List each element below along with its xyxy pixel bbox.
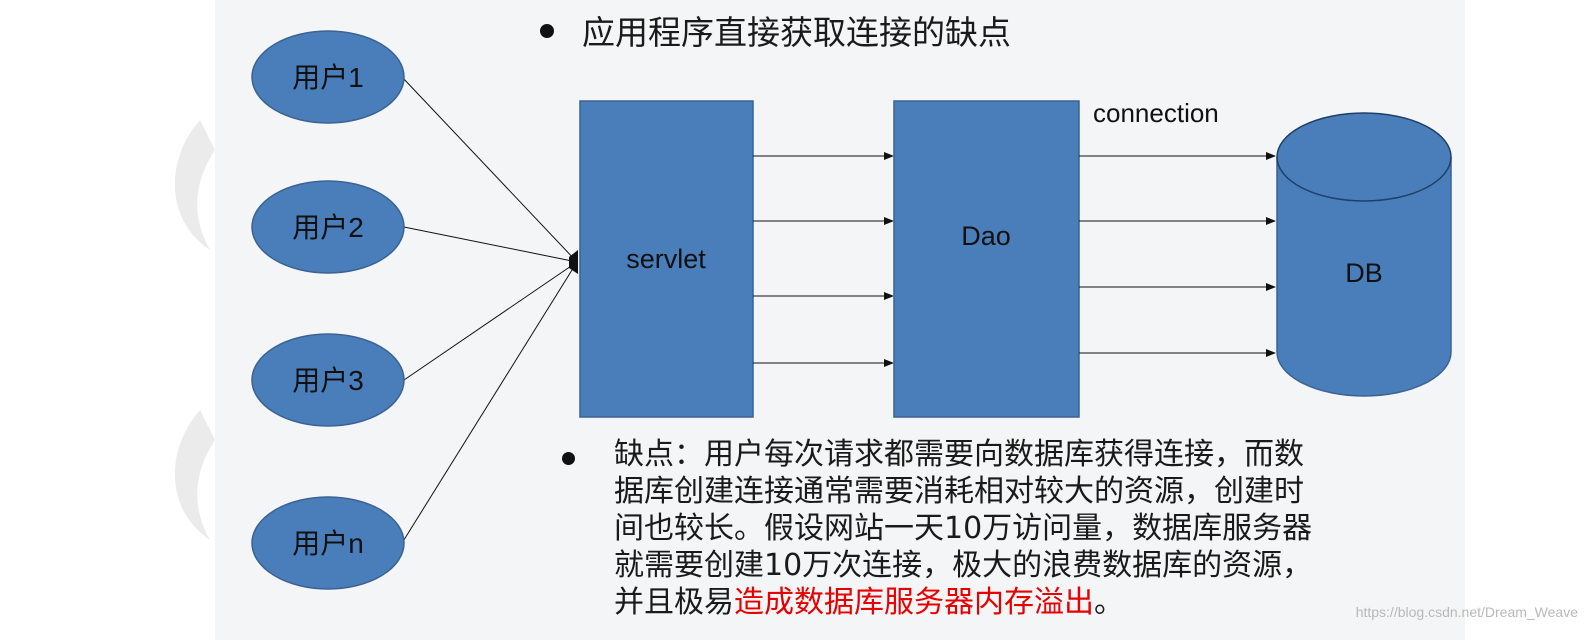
slide-heading: 应用程序直接获取连接的缺点 — [540, 6, 1011, 54]
usern-connector — [401, 261, 578, 544]
description-line: 间也较长。假设网站一天10万访问量，数据库服务器 — [614, 511, 1313, 546]
description-line: 据库创建连接通常需要消耗相对较大的资源，创建时 — [614, 474, 1304, 509]
bullet-icon — [562, 452, 575, 465]
description-highlight: 造成数据库服务器内存溢出 — [734, 585, 1094, 620]
user-label: 用户n — [292, 528, 364, 559]
convergence-point — [569, 250, 578, 274]
user-label: 用户1 — [292, 62, 364, 93]
description-line: 就需要创建10万次连接，极大的浪费数据库的资源， — [614, 548, 1313, 583]
description-paragraph: 缺点：用户每次请求都需要向数据库获得连接，而数 据库创建连接通常需要消耗相对较大… — [562, 436, 1422, 621]
db-label: DB — [1345, 258, 1383, 288]
user-node: 用户n — [251, 496, 405, 590]
user-label: 用户2 — [292, 212, 364, 243]
user-label: 用户3 — [292, 365, 364, 396]
user-node: 用户1 — [251, 30, 405, 124]
dao-label: Dao — [961, 221, 1011, 251]
servlet-box — [579, 100, 754, 418]
user3-connector — [403, 261, 578, 381]
dao-box — [893, 100, 1080, 418]
description-last-suffix: 。 — [1094, 585, 1124, 620]
description-last-line: 并且极易造成数据库服务器内存溢出。 — [614, 584, 1422, 621]
description-last-prefix: 并且极易 — [614, 585, 734, 620]
user-node: 用户3 — [251, 333, 405, 427]
connection-label: connection — [1093, 98, 1219, 128]
bullet-icon — [540, 24, 554, 38]
description-line: 缺点：用户每次请求都需要向数据库获得连接，而数 — [614, 437, 1304, 472]
servlet-label: servlet — [626, 244, 706, 274]
database-cylinder — [1276, 112, 1452, 397]
heading-text: 应用程序直接获取连接的缺点 — [582, 13, 1011, 52]
watermark: https://blog.csdn.net/Dream_Weave — [1355, 604, 1578, 620]
user1-connector — [401, 76, 578, 263]
user2-connector — [403, 226, 578, 263]
user-node: 用户2 — [251, 180, 405, 274]
